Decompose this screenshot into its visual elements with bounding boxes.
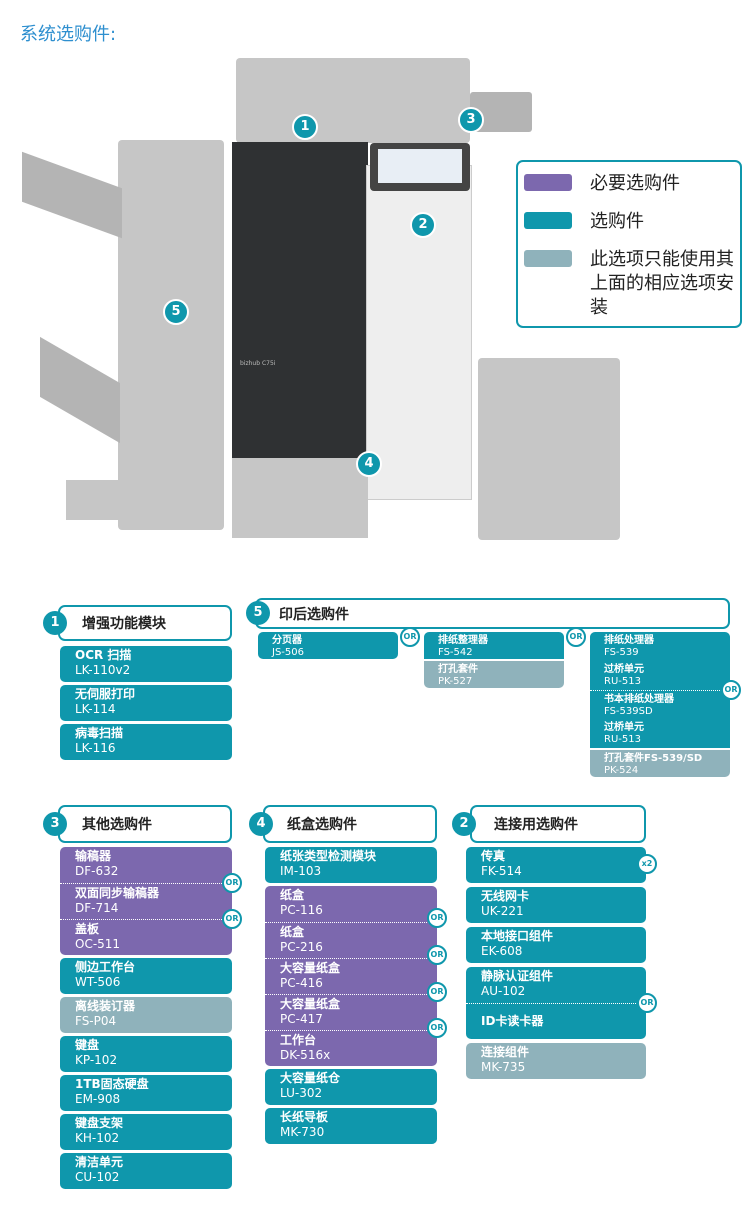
section-number: 5 [246,601,270,625]
section-number: 4 [249,812,273,836]
or-badge: OR [400,627,420,647]
section-1-header: 增强功能模块 [58,605,232,641]
or-badge: OR [637,993,657,1013]
or-badge: OR [222,873,242,893]
or-badge: OR [427,982,447,1002]
section-4-header: 纸盒选购件 [263,805,437,843]
section-title: 增强功能模块 [82,616,166,632]
legend-label: 此选项只能使用其上面的相应选项安装 [590,249,734,318]
badge-5: 5 [163,299,189,325]
badge-2: 2 [410,212,436,238]
badge-1: 1 [292,114,318,140]
legend-label: 必要选购件 [590,173,680,194]
section-number: 3 [43,812,67,836]
page-title: 系统选购件: [20,24,117,45]
legend-swatch-option [524,212,572,229]
badge-3: 3 [458,107,484,133]
or-badge: OR [427,1018,447,1038]
badge-4: 4 [356,451,382,477]
or-badge: OR [222,909,242,929]
legend: 必要选购件 选购件 此选项只能使用其上面的相应选项安装 [516,160,742,328]
quantity-badge: x2 [637,854,657,874]
model-label: bizhub C75i [240,360,276,367]
legend-swatch-conditional [524,250,572,267]
option-item: ID卡读卡器 [466,1003,646,1039]
section-5-header: 印后选购件 [255,598,730,629]
section-number: 2 [452,812,476,836]
or-badge: OR [721,680,741,700]
or-badge: OR [566,627,586,647]
section-title: 纸盒选购件 [287,817,357,833]
section-number: 1 [43,611,67,635]
section-title: 其他选购件 [82,817,152,833]
section-title: 印后选购件 [279,606,349,623]
legend-label: 选购件 [590,211,644,232]
or-badge: OR [427,908,447,928]
section-3-header: 其他选购件 [58,805,232,843]
legend-swatch-required [524,174,572,191]
or-badge: OR [427,945,447,965]
section-2-header: 连接用选购件 [470,805,646,843]
section-title: 连接用选购件 [494,817,578,833]
